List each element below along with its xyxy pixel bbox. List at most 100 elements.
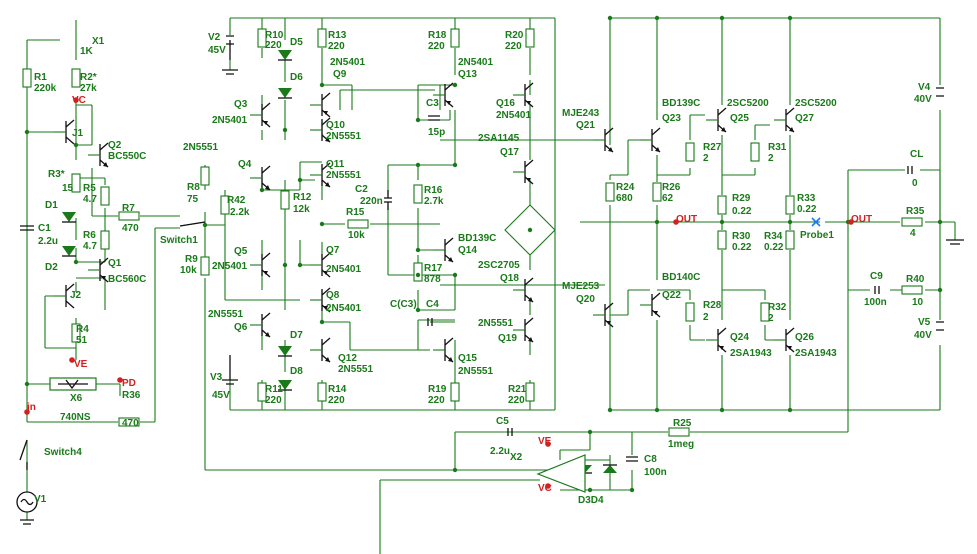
- component-label: R18: [428, 30, 447, 41]
- component-label: Q19: [498, 333, 517, 344]
- component-label: R31: [768, 142, 787, 153]
- transistor-arrow: [325, 182, 330, 187]
- resistor-body: [717, 230, 727, 250]
- transistor-collector: [321, 92, 331, 101]
- resistor-body: [100, 186, 110, 206]
- resistor-body: [257, 382, 267, 402]
- resistor-body: [413, 184, 423, 204]
- node-dot: [69, 357, 75, 363]
- junction-dot: [587, 487, 593, 493]
- component-label: C8: [644, 454, 657, 465]
- component-label: 0.22: [732, 242, 752, 253]
- component-label: 220: [505, 41, 522, 52]
- junction-dot: [787, 219, 793, 225]
- junction-dot: [719, 219, 725, 225]
- component-label: R40: [906, 274, 925, 285]
- transistor-arrow: [263, 121, 268, 125]
- component-label: 220: [265, 395, 282, 406]
- junction-dot: [654, 407, 660, 413]
- transistor-collector: [261, 252, 271, 261]
- component-label: 220: [508, 395, 525, 406]
- component-label: 2SA1145: [478, 133, 520, 144]
- junction-dot: [319, 319, 325, 325]
- component-label: Switch4: [44, 447, 82, 458]
- resistor-body: [785, 195, 795, 215]
- component-label: 470: [122, 418, 139, 429]
- component-label: C(C3): [390, 299, 417, 310]
- transistor-collector: [524, 82, 534, 91]
- transistor-arrow: [323, 306, 328, 310]
- component-label: X1: [92, 36, 105, 47]
- component-label: R27: [703, 142, 722, 153]
- transistor-collector: [321, 287, 331, 296]
- component-label: Q12: [338, 353, 357, 364]
- transistor-collector: [785, 327, 795, 336]
- component-label: 10: [912, 297, 924, 308]
- component-label: 100n: [644, 467, 667, 478]
- component-label: R28: [703, 300, 722, 311]
- junction-dot: [937, 219, 943, 225]
- capacitors: [20, 35, 944, 462]
- component-label: 2N5551: [326, 131, 361, 142]
- component-label: 4.7: [83, 194, 97, 205]
- component-label: Probe1: [800, 230, 834, 241]
- component-label: C2: [355, 184, 368, 195]
- component-label: R30: [732, 231, 751, 242]
- component-label: Q25: [730, 113, 749, 124]
- transistor-collector: [261, 312, 271, 321]
- component-label: R36: [122, 390, 141, 401]
- component-label: Q10: [326, 120, 345, 131]
- component-label: Q18: [500, 273, 519, 284]
- component-label: R13: [328, 30, 347, 41]
- component-label: 2: [768, 153, 774, 164]
- junction-dot: [452, 82, 458, 88]
- component-label: R9: [185, 254, 198, 265]
- component-label: BD139C: [458, 233, 496, 244]
- resistor-body: [317, 382, 327, 402]
- resistor-body: [605, 182, 615, 202]
- junction-dot: [259, 187, 265, 193]
- junction-dot: [415, 162, 421, 168]
- component-label: 220k: [34, 83, 57, 94]
- component-label: Q20: [576, 294, 595, 305]
- transistor-collector: [261, 165, 271, 174]
- transistor-collector: [321, 337, 331, 346]
- component-label: 45V: [208, 45, 226, 56]
- component-label: 10k: [348, 230, 365, 241]
- transistor-collector: [524, 159, 534, 168]
- transistor-arrow: [448, 257, 453, 262]
- resistor-body: [118, 417, 140, 427]
- node-dot: [545, 483, 551, 489]
- component-label: 740NS: [60, 412, 91, 423]
- transistor-arrow: [787, 346, 792, 350]
- component-label: Q14: [458, 245, 477, 256]
- component-label: D7: [290, 330, 303, 341]
- component-label: D3D4: [578, 495, 604, 506]
- component-label: Q21: [576, 120, 595, 131]
- component-label: Q17: [500, 147, 519, 158]
- component-label: Q26: [795, 332, 814, 343]
- transistor-arrow: [526, 178, 531, 182]
- resistor-body: [668, 427, 690, 437]
- transistor-collector: [444, 337, 454, 346]
- transistor-arrow: [325, 357, 330, 362]
- component-label: 2N5551: [338, 364, 373, 375]
- component-label: R25: [673, 418, 692, 429]
- component-label: 27k: [80, 83, 97, 94]
- resistor-body: [685, 302, 695, 322]
- component-label: Q22: [662, 290, 681, 301]
- junction-dot: [452, 162, 458, 168]
- resistor-body: [901, 285, 923, 295]
- resistor-body: [347, 219, 369, 229]
- resistor-body: [200, 256, 210, 276]
- component-label: Q24: [730, 332, 749, 343]
- component-label: 2N5551: [478, 318, 513, 329]
- transistor-arrow: [101, 276, 106, 280]
- resistor-body: [450, 382, 460, 402]
- node-dot: [117, 377, 123, 383]
- junction-dot: [73, 142, 79, 148]
- grounds-and-symbols: [16, 69, 964, 525]
- junction-dot: [297, 262, 303, 268]
- junction-dot: [24, 129, 30, 135]
- component-label: R17: [424, 263, 443, 274]
